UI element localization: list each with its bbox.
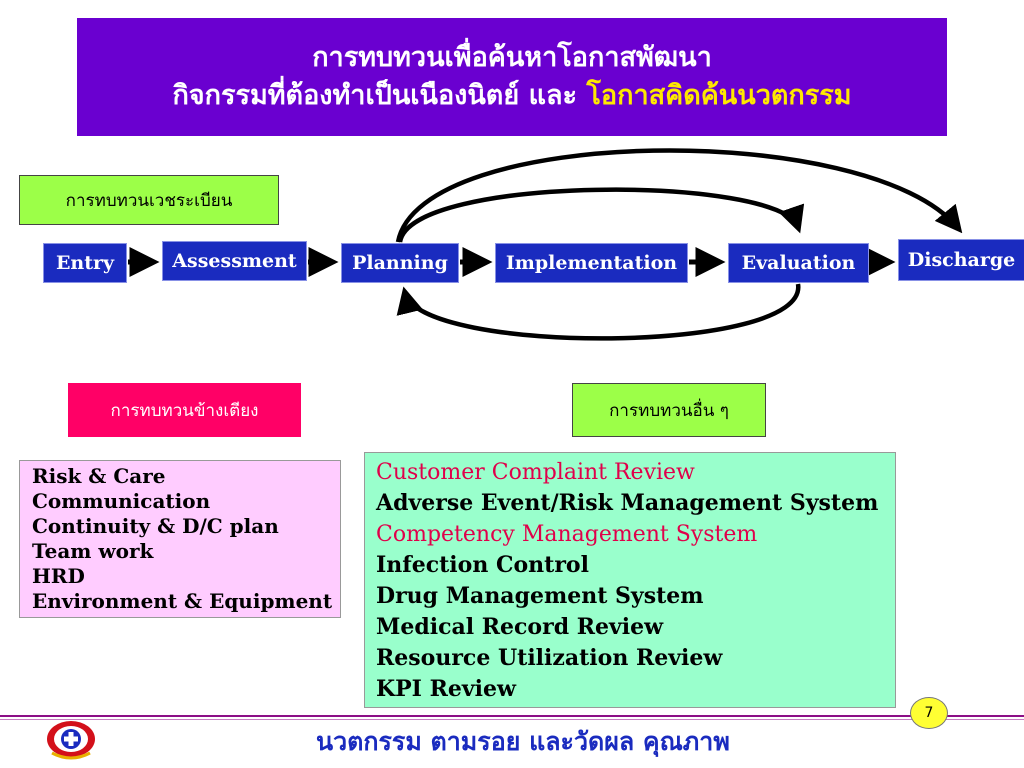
arc-planning-evaluation	[397, 187, 804, 243]
bedside-review-list: Risk & Care Communication Continuity & D…	[19, 460, 341, 618]
step-planning: Planning	[341, 243, 459, 283]
list-item: Communication	[32, 489, 211, 513]
step-discharge: Discharge	[898, 239, 1024, 281]
list-item: Competency Management System	[376, 522, 758, 547]
list-item: Risk & Care	[32, 464, 166, 488]
title-line-1: การทบทวนเพื่อค้นหาโอกาสพัฒนา	[312, 42, 712, 73]
title-line-2-highlight: โอกาสคิดค้นนวตกรรม	[586, 80, 852, 111]
title-line-2: กิจกรรมที่ต้องทำเป็นเนืองนิตย์ และ โอกาส…	[77, 77, 947, 115]
step-entry: Entry	[43, 243, 127, 283]
footer-divider-thin	[0, 719, 1024, 720]
step-implementation: Implementation	[495, 243, 688, 283]
list-item: Infection Control	[376, 552, 589, 578]
footer-divider	[0, 715, 1024, 717]
title-line-2-prefix: กิจกรรมที่ต้องทำเป็นเนืองนิตย์ และ	[172, 80, 587, 111]
title-banner: การทบทวนเพื่อค้นหาโอกาสพัฒนา กิจกรรมที่ต…	[77, 18, 947, 136]
bedside-review-label: การทบทวนข้างเตียง	[68, 383, 301, 437]
arc-evaluation-planning	[396, 283, 801, 341]
list-item: Continuity & D/C plan	[32, 514, 279, 538]
step-assessment: Assessment	[162, 241, 307, 281]
list-item: KPI Review	[376, 676, 516, 702]
list-item: Team work	[32, 539, 154, 563]
list-item: Drug Management System	[376, 583, 704, 609]
list-item: Medical Record Review	[376, 614, 664, 640]
loop-arrows	[395, 148, 963, 341]
other-review-list: Customer Complaint Review Adverse Event/…	[364, 452, 896, 708]
other-review-label: การทบทวนอื่น ๆ	[572, 383, 766, 437]
footer-slogan: นวตกรรม ตามรอย และวัดผล คุณภาพ	[316, 727, 730, 756]
arc-planning-discharge	[395, 148, 963, 243]
list-item: Resource Utilization Review	[376, 645, 723, 671]
list-item: HRD	[32, 564, 85, 588]
list-item: Environment & Equipment	[32, 589, 333, 613]
page-number-badge: 7	[910, 697, 948, 729]
hospital-logo-icon	[47, 721, 95, 760]
step-evaluation: Evaluation	[728, 243, 869, 283]
list-item: Adverse Event/Risk Management System	[376, 490, 879, 516]
chart-review-label: การทบทวนเวชระเบียน	[19, 175, 279, 225]
list-item: Customer Complaint Review	[376, 460, 695, 485]
